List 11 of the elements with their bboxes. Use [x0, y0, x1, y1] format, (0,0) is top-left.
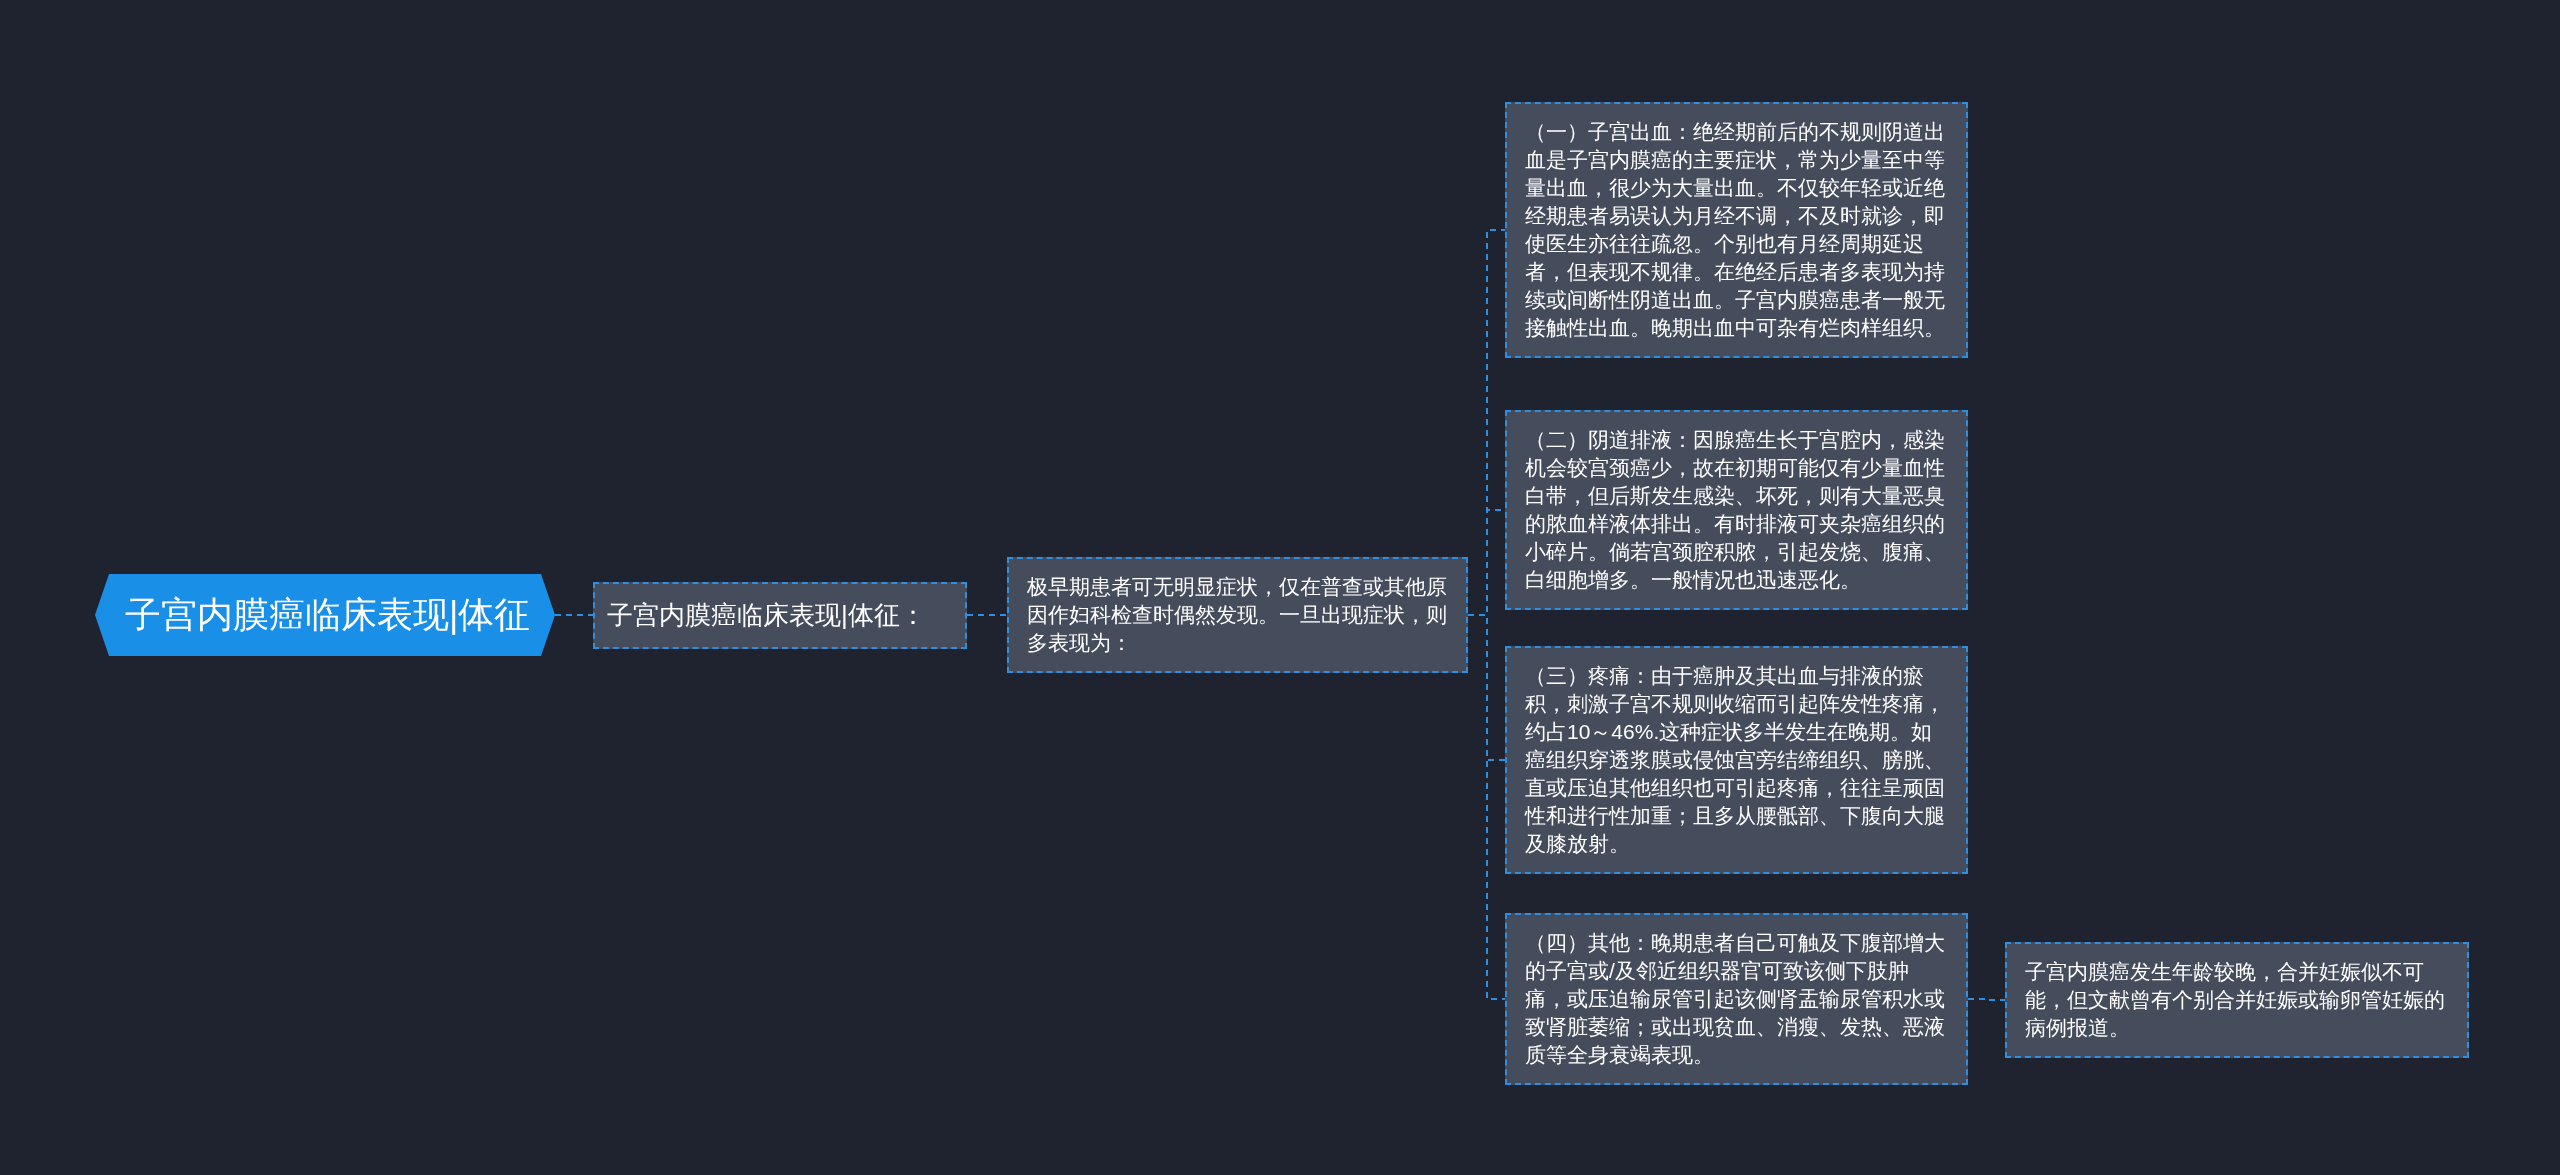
text-box: （二）阴道排液：因腺癌生长于宫腔内，感染机会较宫颈癌少，故在初期可能仅有少量血性白带，但后斯发生感染、坏死，则有大量恶臭的脓血样液体排出。有时排液可夹杂癌组织的小碎片。倘若宫颈腔积脓，引起发烧、腹痛、白细胞增多。一般情况也迅速恶化。 [1505, 410, 1968, 610]
connector-line [554, 614, 594, 616]
connector-line [966, 614, 1008, 616]
central-topic: 子宫内膜癌临床表现|体征 [95, 574, 555, 656]
text-box: 极早期患者可无明显症状，仅在普查或其他原因作妇科检查时偶然发现。一旦出现症状，则多表现为： [1007, 557, 1468, 673]
text-box: （四）其他：晚期患者自己可触及下腹部增大的子宫或/及邻近组织器官可致该侧下肢肿痛，或压迫输尿管引起该侧肾盂输尿管积水或致肾脏萎缩；或出现贫血、消瘦、发热、恶液质等全身衰竭表现。 [1505, 913, 1968, 1085]
connector-line [1967, 998, 2006, 1001]
text-box: （一）子宫出血：绝经期前后的不规则阴道出血是子宫内膜癌的主要症状，常为少量至中等量出血，很少为大量出血。不仅较年轻或近绝经期患者易误认为月经不调，不及时就诊，即使医生亦往往疏忽。个别也有月经周期延迟者，但表现不规律。在绝经后患者多表现为持续或间断性阴道出血。子宫内膜癌患者一般无接触性出血。晚期出血中可杂有烂肉样组织。 [1505, 102, 1968, 358]
topic-box: 子宫内膜癌临床表现|体征： [593, 581, 967, 649]
text-box: （三）疼痛：由于癌肿及其出血与排液的瘀积，刺激子宫不规则收缩而引起阵发性疼痛，约占10～46%.这种症状多半发生在晚期。如癌组织穿透浆膜或侵蚀宫旁结缔组织、膀胱、直或压迫其他组织也可引起疼痛，往往呈顽固性和进行性加重；且多从腰骶部、下腹向大腿及膝放射。 [1505, 646, 1968, 874]
text-box: 子宫内膜癌发生年龄较晚，合并妊娠似不可能，但文献曾有个别合并妊娠或输卵管妊娠的病例报道。 [2005, 942, 2469, 1058]
